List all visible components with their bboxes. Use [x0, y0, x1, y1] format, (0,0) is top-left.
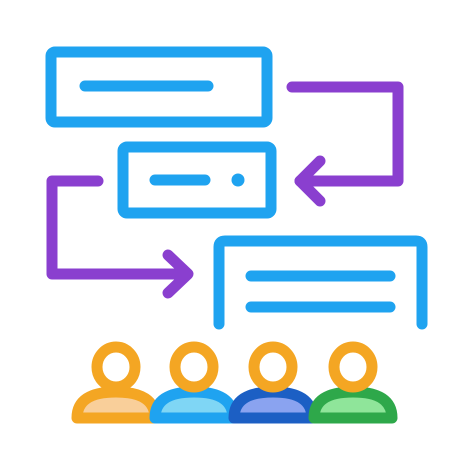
person-1-body: [71, 386, 161, 424]
person-4: [308, 341, 398, 424]
person-2: [149, 341, 239, 424]
middle-block-dot: [231, 173, 245, 187]
middle-block: [117, 141, 277, 219]
arrow-middle-to-bottom-head: [162, 249, 194, 299]
arrow-top-to-middle-head: [294, 155, 326, 207]
arrow-top-to-middle-line: [286, 81, 404, 187]
person-1: [71, 341, 161, 424]
arrow-middle-to-bottom-line: [46, 175, 192, 280]
arrow-top-to-middle: [286, 81, 404, 207]
people-row: [71, 341, 398, 424]
person-3-head: [248, 341, 298, 393]
person-1-head: [91, 341, 141, 393]
person-2-head: [169, 341, 219, 393]
bottom-block-frame: [213, 235, 428, 330]
arrow-middle-to-bottom: [46, 175, 194, 299]
person-3: [228, 341, 318, 424]
middle-block-frame: [117, 141, 277, 219]
person-2-body: [149, 386, 239, 424]
top-block: [45, 46, 273, 128]
top-block-frame: [45, 46, 273, 128]
person-4-body: [308, 386, 398, 424]
person-3-body: [228, 386, 318, 424]
bottom-block: [213, 235, 428, 330]
person-4-head: [328, 341, 378, 393]
